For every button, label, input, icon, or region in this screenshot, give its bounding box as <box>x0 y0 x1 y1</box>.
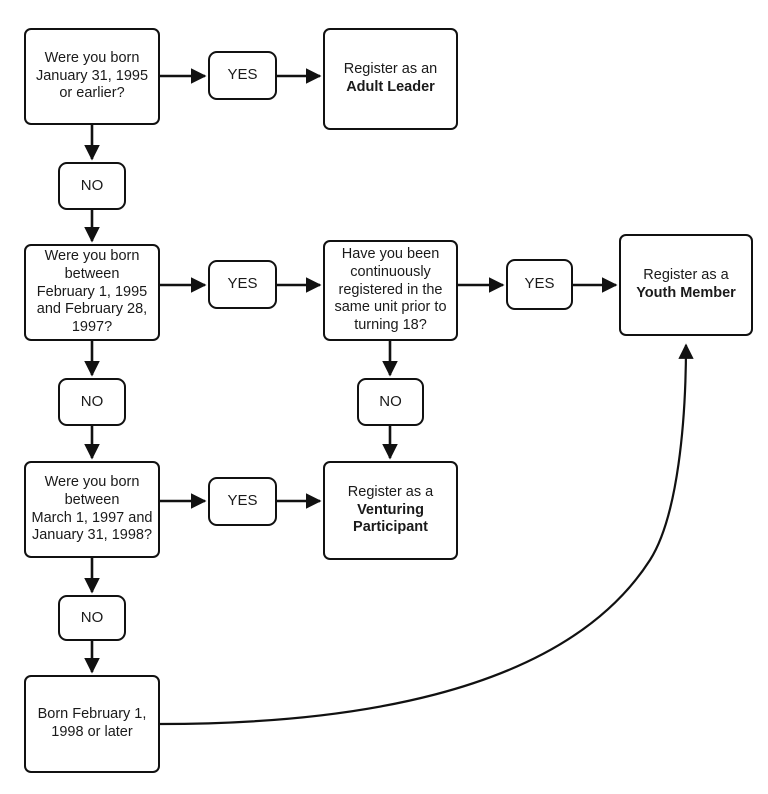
node-q3-label: Have you been continuously registered in… <box>334 246 447 334</box>
node-q1-label: Were you born January 31, 1995 or earlie… <box>35 49 149 102</box>
node-q4-yes[interactable]: YES <box>208 477 277 526</box>
node-q2-label: Were you born between February 1, 1995 a… <box>36 248 148 336</box>
node-venturing-participant[interactable]: Register as a Venturing Participant <box>323 461 458 560</box>
node-youth-member[interactable]: Register as a Youth Member <box>619 234 753 336</box>
node-q3-no-label: NO <box>379 392 402 410</box>
node-adult-leader-line2: Adult Leader <box>346 79 435 95</box>
node-q1-yes[interactable]: YES <box>208 51 277 100</box>
node-q3-yes-label: YES <box>524 275 555 293</box>
node-venturing-line2: Venturing Participant <box>353 501 428 536</box>
node-youth-member-line2: Youth Member <box>636 285 736 301</box>
node-q4-yes-label: YES <box>227 492 258 510</box>
node-venturing-line1: Register as a <box>347 483 434 500</box>
node-q3[interactable]: Have you been continuously registered in… <box>323 240 458 341</box>
node-adult-leader-line1: Register as an <box>343 61 438 78</box>
node-q1-no-label: NO <box>80 176 104 194</box>
node-q2-yes[interactable]: YES <box>208 260 277 309</box>
node-q1-yes-label: YES <box>227 66 258 84</box>
node-q2-no-label: NO <box>80 392 104 410</box>
node-q2-no[interactable]: NO <box>58 378 126 426</box>
node-born-later[interactable]: Born February 1, 1998 or later <box>24 675 160 773</box>
node-q4-label: Were you born between March 1, 1997 and … <box>31 474 153 544</box>
node-q4-no-label: NO <box>80 608 104 626</box>
node-q3-yes[interactable]: YES <box>506 259 573 310</box>
node-q2[interactable]: Were you born between February 1, 1995 a… <box>24 244 160 341</box>
node-born-later-label: Born February 1, 1998 or later <box>37 706 147 740</box>
node-youth-member-line1: Register as a <box>643 267 729 284</box>
node-q4[interactable]: Were you born between March 1, 1997 and … <box>24 461 160 558</box>
node-q1-no[interactable]: NO <box>58 162 126 210</box>
node-q4-no[interactable]: NO <box>58 595 126 641</box>
node-q1[interactable]: Were you born January 31, 1995 or earlie… <box>24 28 160 125</box>
node-q2-yes-label: YES <box>227 275 258 293</box>
node-adult-leader[interactable]: Register as an Adult Leader <box>323 28 458 130</box>
node-q3-no[interactable]: NO <box>357 378 424 426</box>
